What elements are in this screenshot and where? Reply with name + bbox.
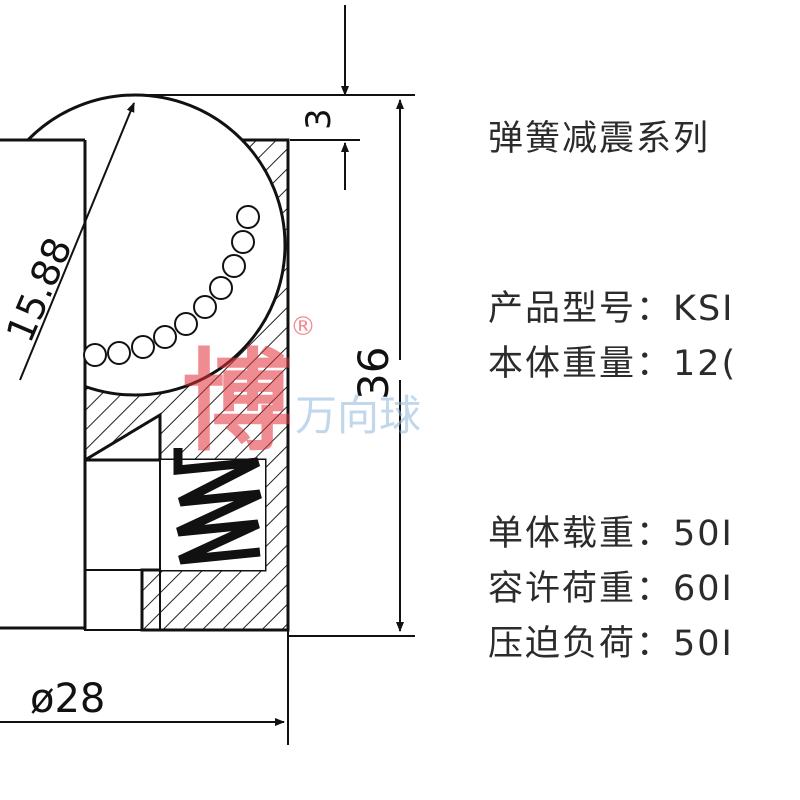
spec-value: 50I [673, 514, 734, 554]
spec-row-unit-load: 单体载重：50I [488, 505, 734, 556]
spec-value: 12( [673, 344, 738, 384]
spring [160, 448, 265, 570]
brand-watermark: 博 ® 万向球 [182, 312, 421, 466]
spec-label: 产品型号： [488, 289, 674, 329]
outer-diameter-dimension: ø28 [0, 630, 289, 745]
spec-row-compression-load: 压迫负荷：50I [488, 615, 734, 666]
spec-value: KSI [673, 289, 735, 329]
spec-label: 本体重量： [488, 344, 674, 384]
spec-label: 容许荷重： [488, 569, 674, 609]
registered-mark: ® [290, 312, 316, 342]
spec-value: 60I [673, 569, 734, 609]
main-ball [0, 93, 287, 630]
outer-diameter-label: ø28 [30, 676, 105, 722]
brand-logo-glyph: 博 [182, 338, 292, 466]
watermark-text: 万向球 [295, 391, 421, 440]
inner-bore [84, 459, 161, 631]
height-dimension: 36 [288, 99, 415, 637]
spec-value: 50I [673, 624, 734, 664]
spec-label: 单体载重： [488, 514, 674, 554]
spec-row-model: 产品型号：KSI [488, 280, 735, 331]
bearing-balls [83, 205, 260, 367]
series-title: 弹簧减震系列 [488, 119, 711, 159]
spec-row-allowable-load: 容许荷重：60I [488, 560, 734, 611]
top-offset-label: 3 [299, 108, 339, 130]
height-label: 36 [349, 347, 398, 400]
spec-row-weight: 本体重量：12( [488, 335, 737, 386]
top-offset-dimension: 3 [130, 5, 415, 190]
spec-label: 压迫负荷： [488, 624, 674, 664]
